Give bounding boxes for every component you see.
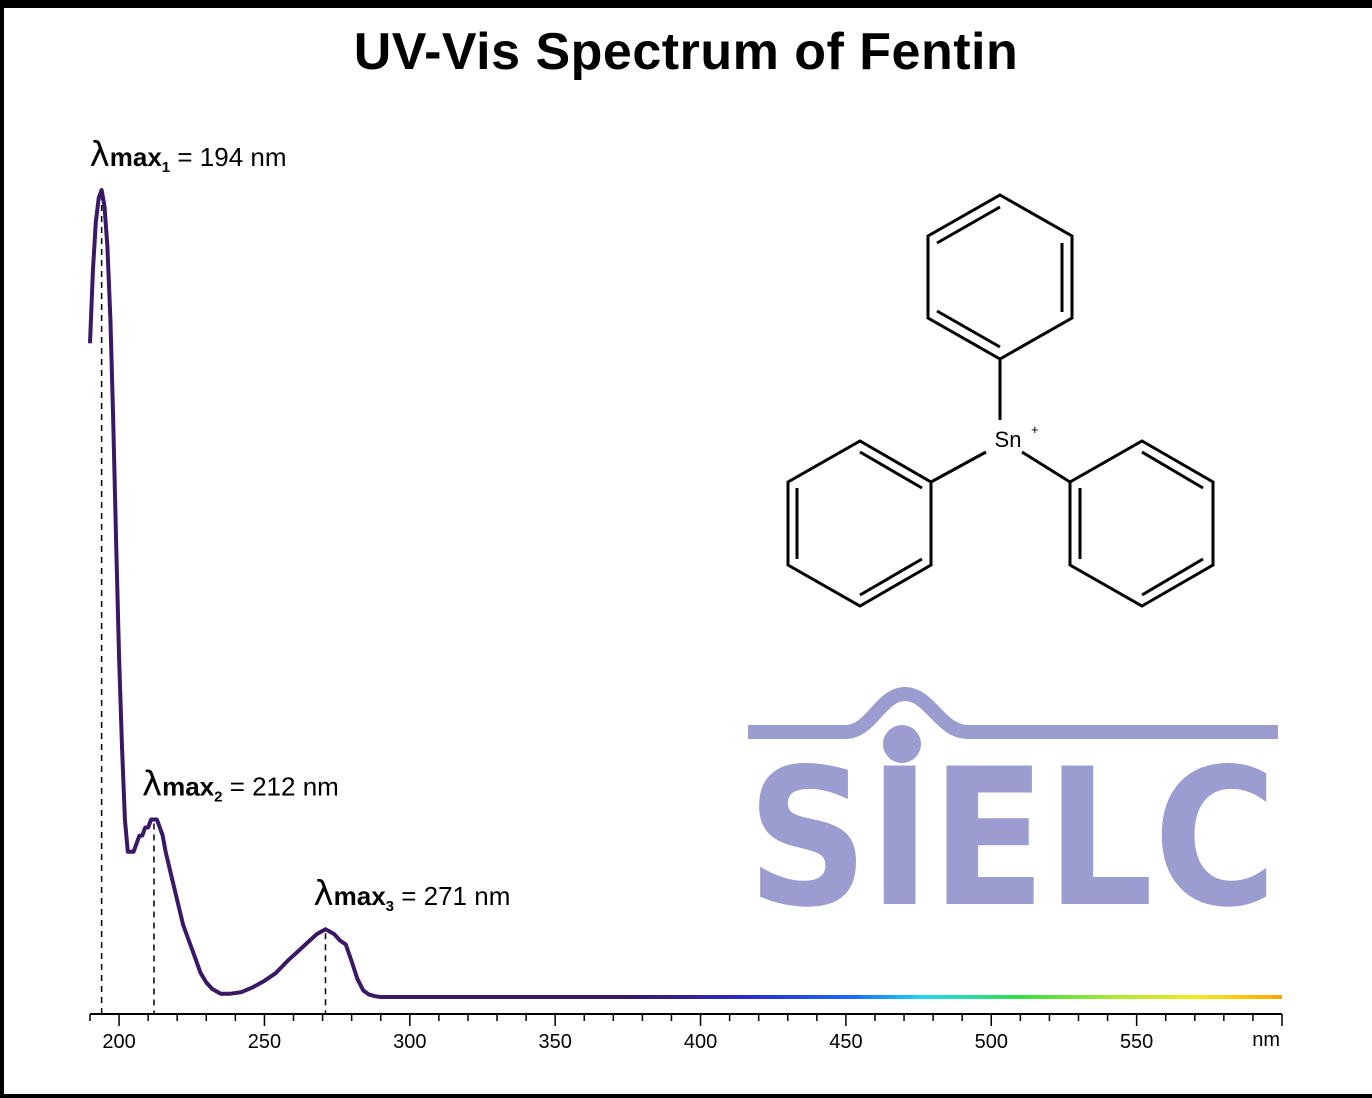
chart-title: UV-Vis Spectrum of Fentin [353,23,1019,81]
bond-right [1021,450,1071,484]
charge-label: + [1031,422,1039,437]
logo-dot [883,725,921,763]
left-phenyl-ring [786,439,933,608]
logo-text: SIELC [747,728,1277,949]
bond-left [930,450,987,484]
sielc-logo: SIELC [747,686,1278,949]
x-tick-label: 300 [393,1031,426,1053]
x-tick-label: 450 [829,1031,862,1053]
x-unit-label: nm [1252,1029,1280,1051]
x-tick-label: 200 [102,1031,135,1053]
x-tick-label: 550 [1120,1031,1153,1053]
spectrum-line [88,188,1282,999]
peak-label-1: λmax1 = 194 nm [90,135,287,176]
logo-wave [748,686,1278,739]
fentin-structure [786,193,1215,608]
top-phenyl-ring [926,193,1074,361]
tin-atom-label: Sn [995,427,1022,452]
x-tick-label: 350 [538,1031,571,1053]
right-phenyl-ring [1068,439,1215,608]
x-tick-label: 500 [975,1031,1008,1053]
peak-label-3: λmax3 = 271 nm [313,874,510,915]
x-tick-label: 400 [684,1031,717,1053]
x-tick-label: 250 [248,1031,281,1053]
peak-label-2: λmax2 = 212 nm [142,764,339,805]
